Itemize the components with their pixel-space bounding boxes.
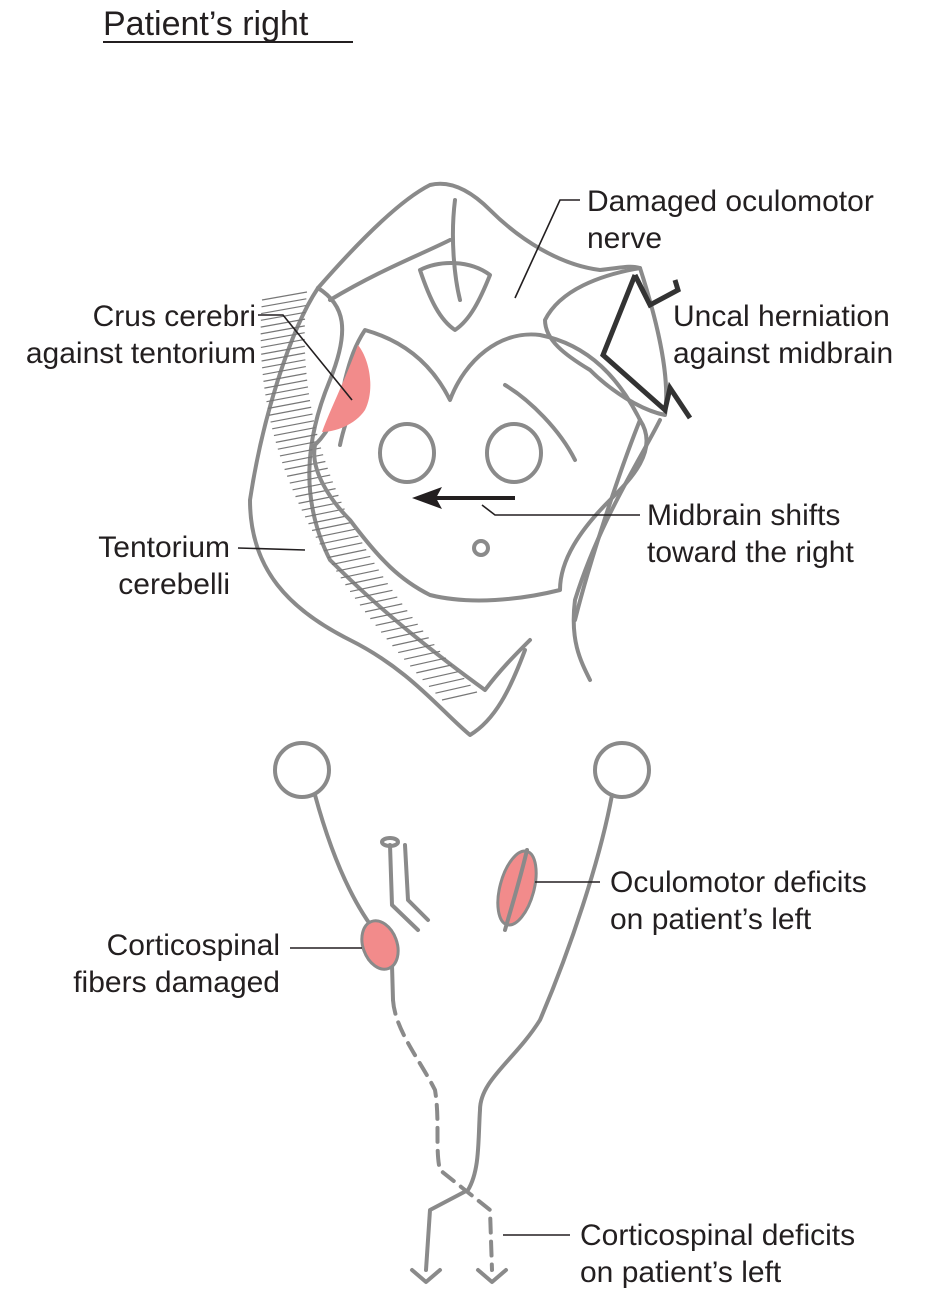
tentorium-hatch-line <box>441 691 478 701</box>
cortex-left-circle <box>273 741 331 799</box>
tentorium-hatch-line <box>261 352 306 362</box>
crus-cerebri-lesion <box>322 345 371 432</box>
tentorium-hatch-line <box>359 596 398 606</box>
tentorium-hatch-line <box>273 427 316 437</box>
tentorium-hatch-line <box>403 650 441 660</box>
red-nucleus-left <box>378 422 436 484</box>
tentorium-hatch-line <box>370 610 408 620</box>
tentorium-hatch-line <box>266 393 310 403</box>
tentorium-hatch-line <box>272 420 315 430</box>
tentorium-hatch-line <box>270 413 313 423</box>
tentorium-hatch-line <box>340 569 379 579</box>
tentorium-hatch-line <box>311 521 352 532</box>
tentorium-hatch-line <box>336 562 375 572</box>
tentorium-hatch-line <box>275 433 318 443</box>
tentorium-hatch-line <box>323 542 363 552</box>
tentorium-hatch-line <box>364 603 403 613</box>
tentorium-hatch-line <box>375 616 413 627</box>
tentorium-hatch-line <box>345 576 384 586</box>
cerebral-outline <box>316 181 662 682</box>
red-nucleus-right <box>485 422 543 484</box>
tentorium-hatch-line <box>261 298 307 308</box>
title: Patient’s right <box>103 5 309 43</box>
tentorium-hatch-line <box>261 345 305 355</box>
tentorium-hatch-line <box>304 508 345 518</box>
tentorium-hatch-line <box>331 555 371 565</box>
midbrain <box>312 328 649 603</box>
substantia-nigra-right <box>503 383 577 462</box>
tentorium-hatch-line <box>289 474 331 484</box>
cerebral-aqueduct <box>472 539 490 557</box>
tentorium-hatch-line <box>261 304 306 315</box>
tentorium-hatch-line <box>284 460 326 471</box>
tentorium-hatch-line <box>262 365 306 376</box>
tentorium-hatch-line <box>277 440 320 450</box>
tentorium-hatch-line <box>380 623 418 633</box>
tentorium-hatch-line <box>398 643 435 654</box>
tentorium-hatch-line <box>261 291 308 301</box>
tentorium-hatch-line <box>295 488 336 498</box>
tentorium-hatch-line <box>416 664 453 674</box>
tentorium-hatch-line <box>260 338 305 349</box>
tentorium-hatch-line <box>260 332 305 342</box>
tentorium-hatch-line <box>268 406 312 416</box>
cortex-right-circle <box>593 741 651 799</box>
tentorium-hatch-line <box>435 684 471 694</box>
pathway-diagram <box>273 741 651 1284</box>
tentorium-hatch-line <box>422 671 459 681</box>
tentorium-hatch-line <box>315 528 355 538</box>
tentorium-hatch-line <box>292 481 333 491</box>
tentorium-hatch-line <box>410 657 447 667</box>
tentorium-hatch-line <box>327 549 367 559</box>
tentorium-hatch-line <box>282 454 324 464</box>
tentorium-hatch-line <box>265 386 309 396</box>
temporal-lobe <box>573 418 642 622</box>
tentorium-cerebelli <box>248 286 532 737</box>
tentorium-hatch-line <box>260 318 306 328</box>
tentorium-hatch-line <box>319 535 359 545</box>
tentorium-hatch-line <box>386 630 424 640</box>
tentorium-hatch-line <box>264 379 308 389</box>
tentorium-hatch-line <box>349 582 388 593</box>
tentorium-hatch-line <box>267 399 311 410</box>
tentorium-hatch-line <box>354 589 393 599</box>
tentorium-hatch-line <box>261 359 306 369</box>
tentorium-hatch-line <box>392 637 429 647</box>
hypothalamus <box>418 198 492 332</box>
tentorium-hatch-line <box>308 515 349 525</box>
tentorium-hatch-line <box>260 325 305 335</box>
tentorium-hatch-line <box>428 677 465 688</box>
arrowhead-icon <box>412 487 442 509</box>
tentorium-hatch-line <box>287 467 328 477</box>
herniation-arrow-icon <box>600 273 693 420</box>
corticospinal-lesion <box>360 919 400 971</box>
tentorium-hatch-line <box>263 372 307 382</box>
